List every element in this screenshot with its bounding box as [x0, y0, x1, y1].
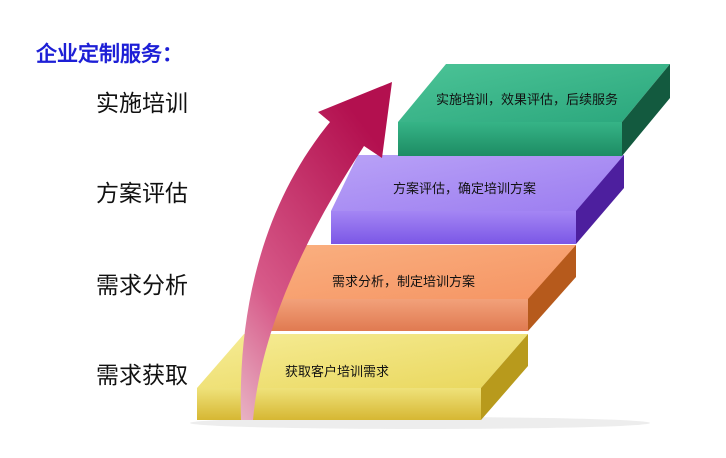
step-3-top — [331, 155, 624, 211]
step-3-front — [331, 211, 576, 244]
step-2-front — [265, 299, 528, 331]
stage-label-training: 实施培训 — [96, 91, 188, 117]
step-1-side — [481, 334, 528, 420]
stage-label-analysis: 需求分析 — [96, 273, 188, 299]
step-1-text: 获取客户培训需求 — [285, 364, 389, 380]
step-4-top — [398, 64, 670, 122]
step-4-front — [398, 122, 622, 156]
stage-label-acquisition: 需求获取 — [96, 363, 188, 389]
step-4-text: 实施培训，效果评估，后续服务 — [436, 92, 618, 108]
step-3-text: 方案评估，确定培训方案 — [393, 181, 536, 197]
page-title: 企业定制服务： — [36, 41, 183, 66]
step-2-text: 需求分析，制定培训方案 — [332, 274, 475, 290]
step-1-top — [197, 334, 528, 388]
step-4 — [398, 64, 670, 156]
step-1-front — [197, 388, 481, 420]
step-2-side — [528, 245, 576, 331]
step-1 — [197, 334, 528, 420]
step-3-side — [576, 155, 624, 244]
step-3 — [331, 155, 624, 244]
growth-arrow — [240, 82, 392, 420]
step-2 — [265, 245, 576, 331]
step-2-top — [265, 245, 576, 299]
stage-label-evaluation: 方案评估 — [96, 181, 188, 207]
step-4-side — [622, 64, 670, 156]
